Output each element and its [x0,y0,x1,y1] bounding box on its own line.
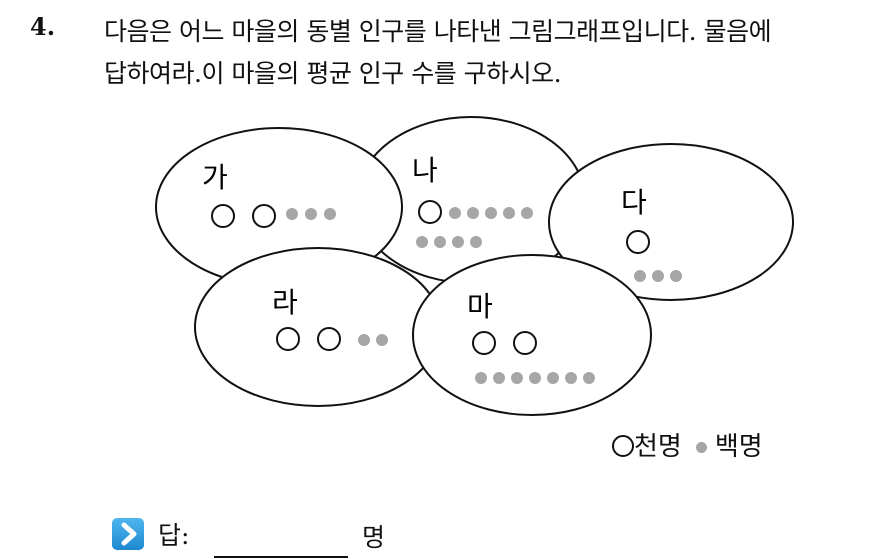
thousand-circle-icon [211,204,235,228]
district-da-region [548,143,794,301]
hundred-dot-icon [449,207,461,219]
question-text-line-1: 다음은 어느 마을의 동별 인구를 나타낸 그림그래프입니다. 물음에 [104,17,772,46]
hundred-dot-icon [485,207,497,219]
district-label-da: 다 [621,186,647,219]
district-label-ma: 마 [467,290,493,323]
thousand-circle-icon [317,327,341,351]
legend: 천명 백명 [612,426,763,463]
legend-thousand-label: 천명 [634,432,682,462]
hundred-dot-icon [652,270,664,282]
thousand-circle-icon [626,230,650,254]
hundred-dot-icon [470,236,482,248]
hundred-dot-icon [305,208,317,220]
hundred-dot-icon [286,208,298,220]
hundred-dot-icon [565,372,577,384]
district-ra-region [194,247,442,407]
hundred-dot-icon [416,236,428,248]
district-label-ga: 가 [202,161,228,194]
hundred-dot-icon [503,207,515,219]
hundred-dot-icon [358,334,370,346]
hundred-dot-icon [434,236,446,248]
hundred-dot-icon [634,270,646,282]
hundred-dot-icon [511,372,523,384]
question-text-line-2: 답하여라.이 마을의 평균 인구 수를 구하시오. [104,59,562,88]
legend-hundred-label: 백명 [714,432,763,462]
hundred-dot-icon [529,372,541,384]
thousand-circle-icon [513,331,537,355]
question-number: 4. [30,12,56,41]
hundred-dot-icon [695,442,707,453]
hundred-dot-icon [452,236,464,248]
hundred-dot-icon [521,207,533,219]
hundred-dot-icon [493,372,505,384]
thousand-circle-icon [276,327,300,351]
answer-unit: 명 [362,523,386,552]
hundred-dot-icon [376,334,388,346]
thousand-circle-icon [252,204,276,228]
hundred-dot-icon [670,270,682,282]
chevron-right-icon [112,518,144,550]
hundred-dot-icon [547,372,559,384]
hundred-dot-icon [583,372,595,384]
district-label-na: 나 [412,154,438,187]
thousand-circle-icon [472,331,496,355]
hundred-dot-icon [467,207,479,219]
hundred-dot-icon [475,372,487,384]
answer-label: 답: [158,521,190,550]
answer-blank[interactable] [214,556,348,558]
district-label-ra: 라 [272,286,298,319]
thousand-circle-icon [612,435,634,457]
hundred-dot-icon [324,208,336,220]
thousand-circle-icon [418,200,442,224]
population-pictograph: 가 나 다 라 마 [155,116,794,416]
